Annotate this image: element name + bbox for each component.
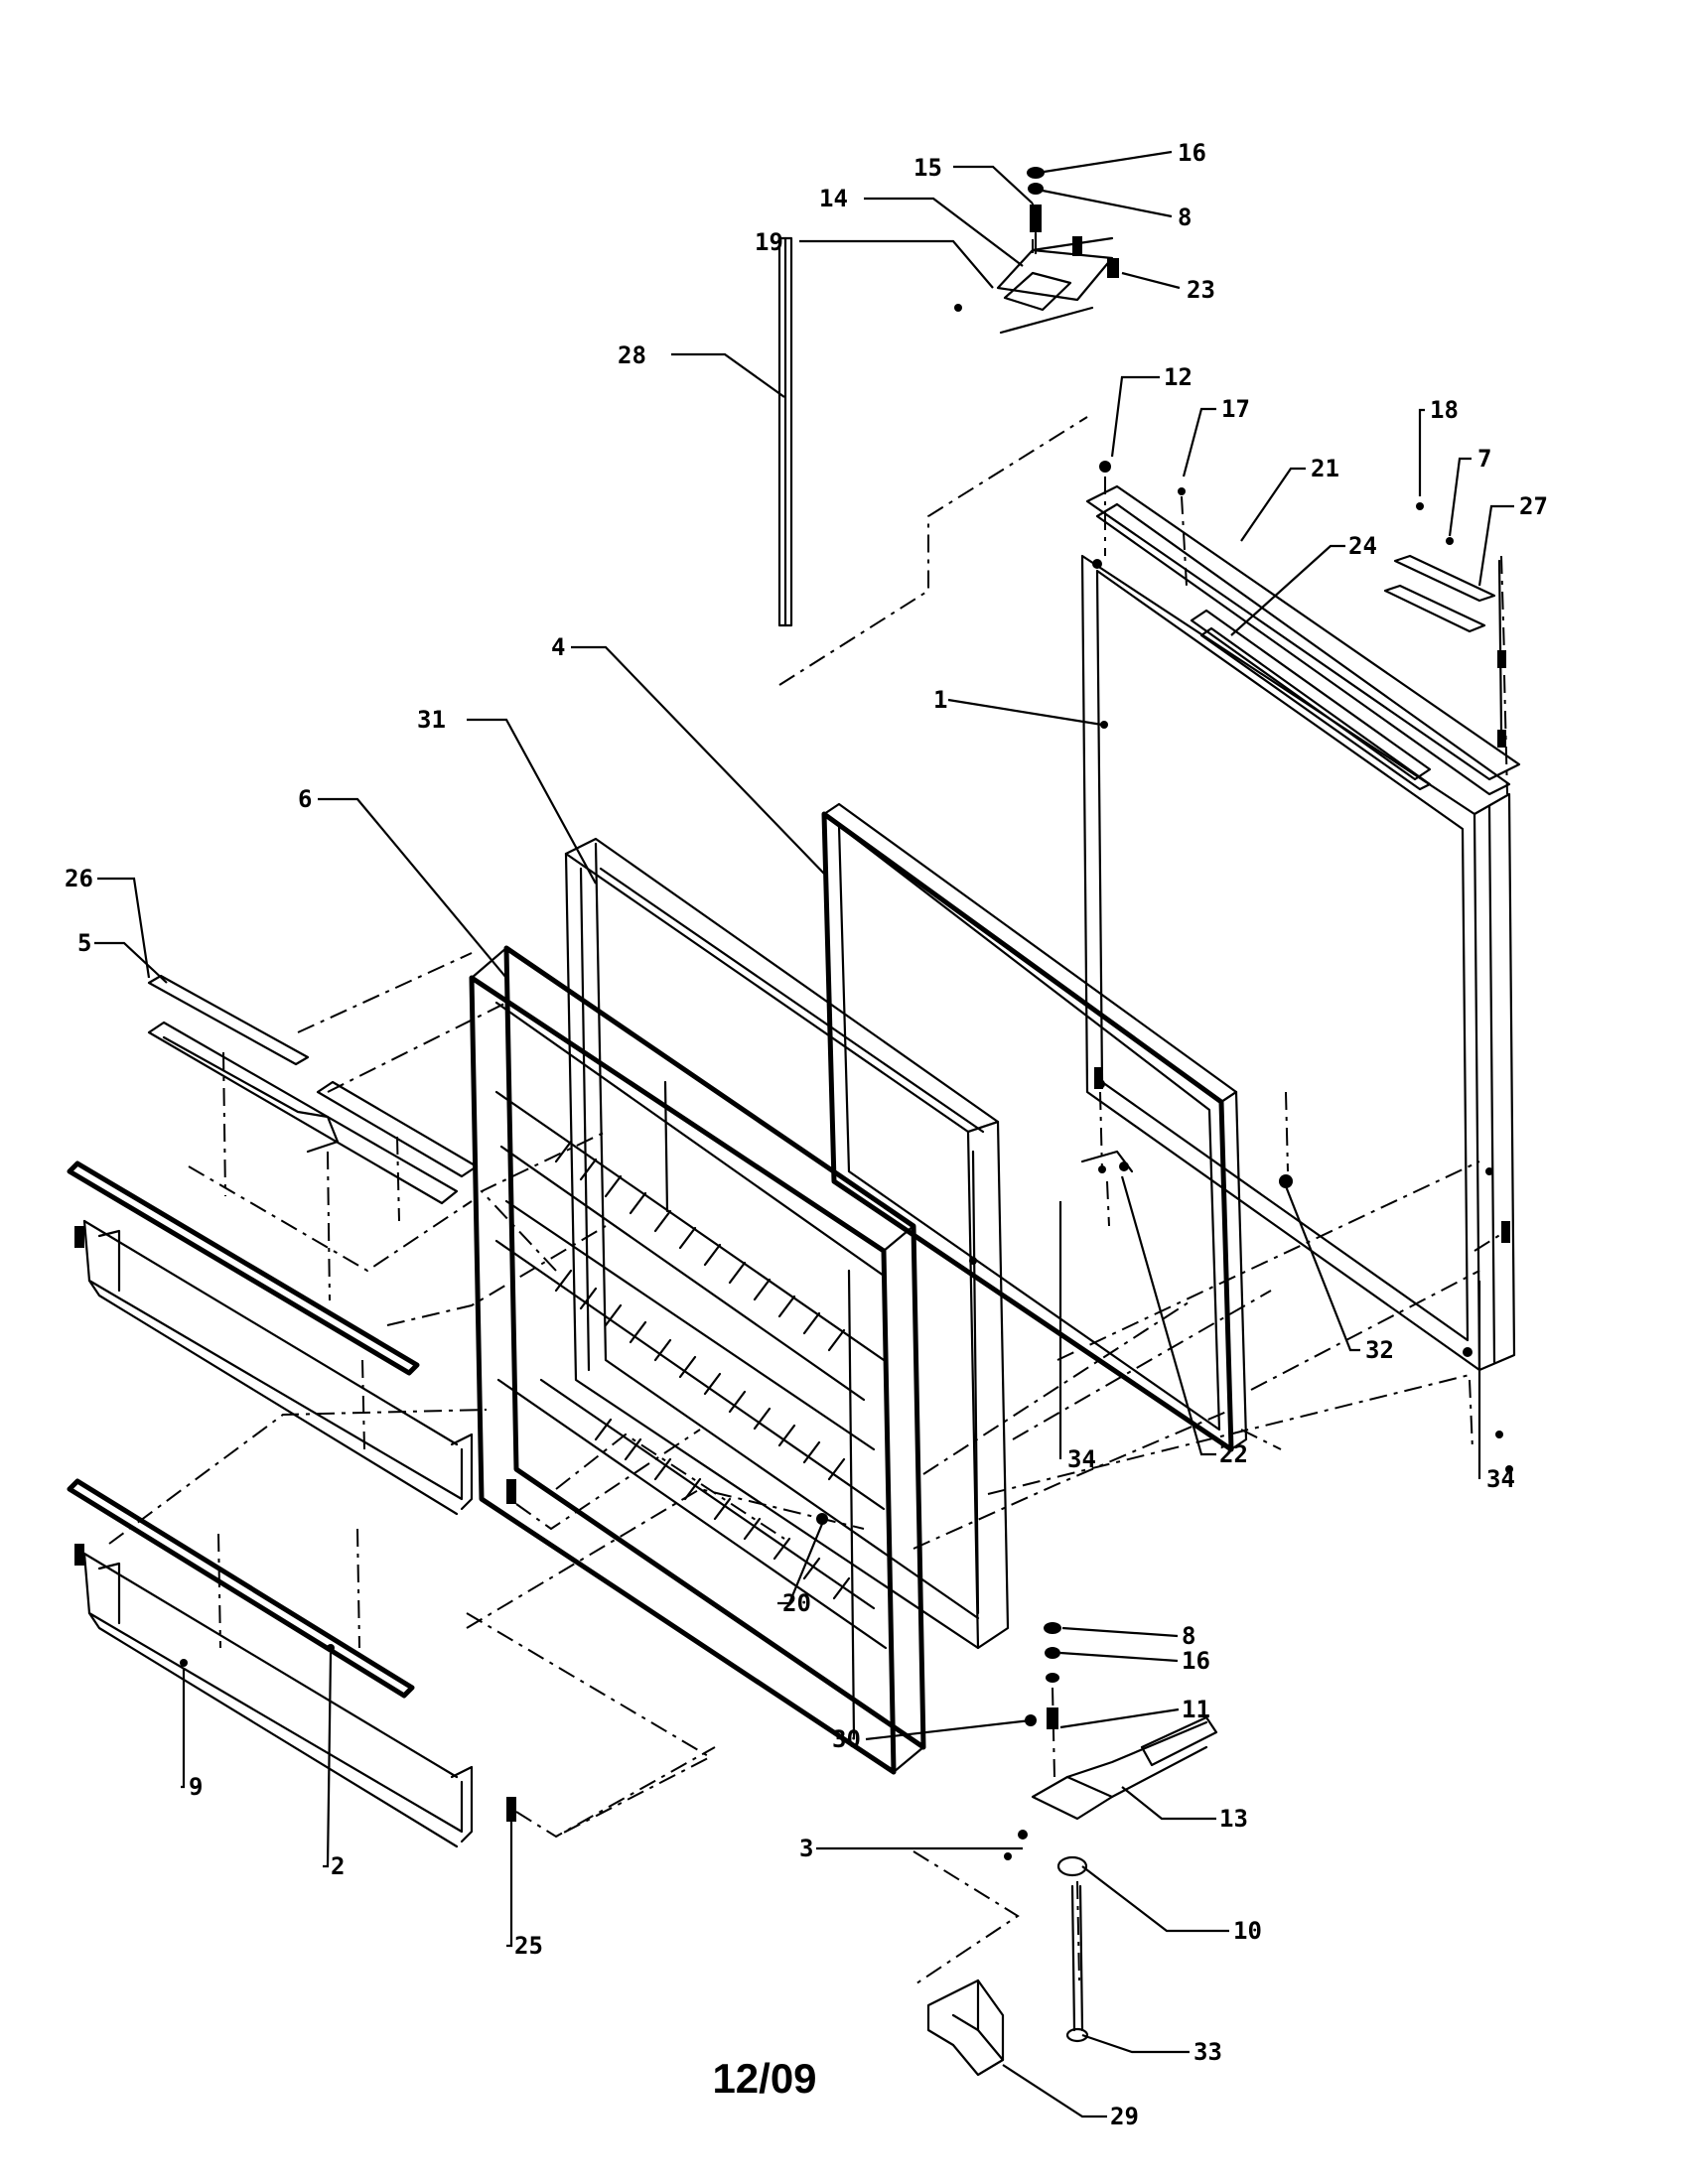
part-top-hinge <box>954 167 1119 335</box>
callout-26: 26 <box>65 865 93 892</box>
part-main-frame <box>1080 554 1516 1372</box>
assembly-lines <box>108 204 1508 1986</box>
callout-17: 17 <box>1221 395 1250 423</box>
callout-16-bottom: 16 <box>1182 1647 1210 1675</box>
callout-28: 28 <box>618 341 646 369</box>
callout-2: 2 <box>331 1852 345 1880</box>
callout-22: 22 <box>1219 1440 1248 1468</box>
callout-5: 5 <box>77 929 91 957</box>
callout-21: 21 <box>1311 455 1339 482</box>
callout-16-top: 16 <box>1178 139 1206 167</box>
callout-34-left: 34 <box>1067 1445 1096 1473</box>
callout-12: 12 <box>1164 363 1193 391</box>
callout-18: 18 <box>1430 396 1459 424</box>
liner-shelf-ribs <box>554 1140 851 1600</box>
part-hardware <box>816 1067 1513 1525</box>
callout-10: 10 <box>1233 1917 1262 1945</box>
part-small-plates <box>1383 502 1506 748</box>
callout-8-top: 8 <box>1178 204 1192 231</box>
leader-lines <box>94 150 1514 2118</box>
callout-34-right: 34 <box>1486 1465 1515 1493</box>
part-foot-bracket <box>926 1979 1005 2077</box>
callout-23: 23 <box>1187 276 1215 304</box>
part-bottom-hinge <box>1004 1622 1218 2043</box>
callout-25: 25 <box>514 1932 543 1960</box>
callout-31: 31 <box>417 706 446 734</box>
part-upper-bin <box>67 1160 516 1516</box>
callout-20: 20 <box>782 1589 811 1617</box>
callout-19: 19 <box>755 228 783 256</box>
callout-6: 6 <box>298 785 312 813</box>
callout-7: 7 <box>1477 445 1491 473</box>
callout-27: 27 <box>1519 492 1548 520</box>
part-lower-bin <box>67 1478 516 1848</box>
callout-29: 29 <box>1110 2103 1139 2130</box>
part-top-channel <box>1085 461 1521 796</box>
part-door-outer <box>564 837 1010 1650</box>
callout-3: 3 <box>799 1835 813 1862</box>
callout-32: 32 <box>1365 1336 1394 1364</box>
callout-14: 14 <box>819 185 848 212</box>
part-gasket <box>821 802 1248 1452</box>
callout-30: 30 <box>832 1725 861 1753</box>
callout-8-bottom: 8 <box>1182 1622 1195 1650</box>
callout-9: 9 <box>189 1773 203 1801</box>
part-inner-liner <box>469 945 926 1775</box>
callout-33: 33 <box>1193 2038 1222 2066</box>
revision-date: 12/09 <box>712 2055 817 2102</box>
part-rod <box>777 236 793 627</box>
callout-15: 15 <box>913 154 942 182</box>
callout-labels: 16 8 15 14 19 23 28 12 17 21 18 7 27 24 … <box>65 139 1548 2130</box>
callout-24: 24 <box>1348 532 1377 560</box>
callout-11: 11 <box>1182 1696 1210 1723</box>
callout-13: 13 <box>1219 1805 1248 1833</box>
callout-4: 4 <box>551 633 565 661</box>
part-shelf-rail <box>147 974 479 1205</box>
callout-1: 1 <box>933 686 947 714</box>
